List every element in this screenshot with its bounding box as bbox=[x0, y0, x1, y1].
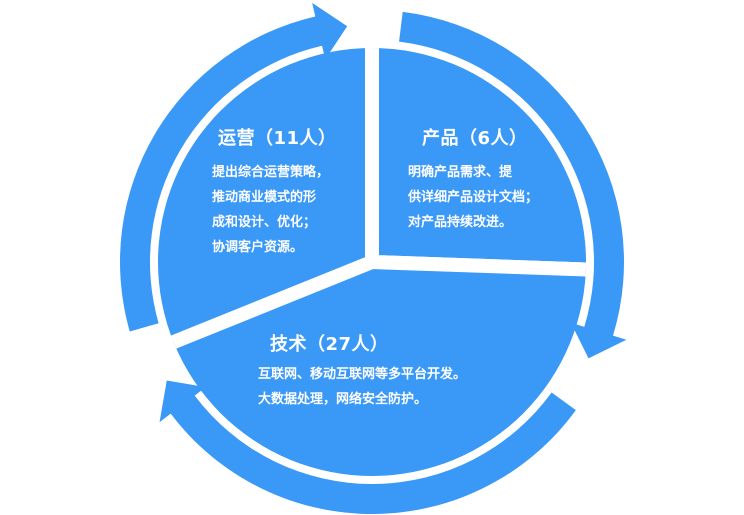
segment-product: 产品（6人） 明确产品需求、提 供详细产品设计文档； 对产品持续改进。 bbox=[408, 124, 538, 235]
segment-tech: 技术（27人） 互联网、移动互联网等多平台开发。 大数据处理，网络安全防护。 bbox=[258, 330, 466, 412]
segment-desc-operations: 提出综合运营策略， 推动商业模式的形 成和设计、优化； 协调客户资源。 bbox=[212, 160, 337, 260]
desc-line: 大数据处理，网络安全防护。 bbox=[258, 392, 428, 407]
segment-desc-product: 明确产品需求、提 供详细产品设计文档； 对产品持续改进。 bbox=[408, 160, 538, 235]
desc-line: 协调客户资源。 bbox=[212, 240, 304, 255]
outer-cycle-ring bbox=[119, 2, 627, 515]
desc-line: 提出综合运营策略， bbox=[212, 165, 330, 180]
desc-line: 互联网、移动互联网等多平台开发。 bbox=[258, 367, 467, 382]
desc-line: 明确产品需求、提 bbox=[408, 165, 513, 180]
segment-title-product: 产品（6人） bbox=[422, 128, 528, 149]
desc-line: 成和设计、优化； bbox=[212, 215, 317, 230]
segment-title-operations: 运营（11人） bbox=[218, 128, 337, 149]
cycle-arrow-tech-to-ops bbox=[159, 380, 576, 515]
segment-operations: 运营（11人） 提出综合运营策略， 推动商业模式的形 成和设计、优化； 协调客户… bbox=[212, 124, 337, 260]
cycle-arrow-product-to-tech bbox=[399, 11, 627, 359]
cycle-arrow-ops-to-product bbox=[119, 2, 348, 332]
inner-pie bbox=[158, 48, 586, 476]
segment-title-tech: 技术（27人） bbox=[270, 334, 389, 355]
desc-line: 推动商业模式的形 bbox=[212, 190, 317, 205]
segment-desc-tech: 互联网、移动互联网等多平台开发。 大数据处理，网络安全防护。 bbox=[258, 362, 466, 412]
desc-line: 对产品持续改进。 bbox=[408, 215, 513, 230]
desc-line: 供详细产品设计文档； bbox=[408, 190, 539, 205]
